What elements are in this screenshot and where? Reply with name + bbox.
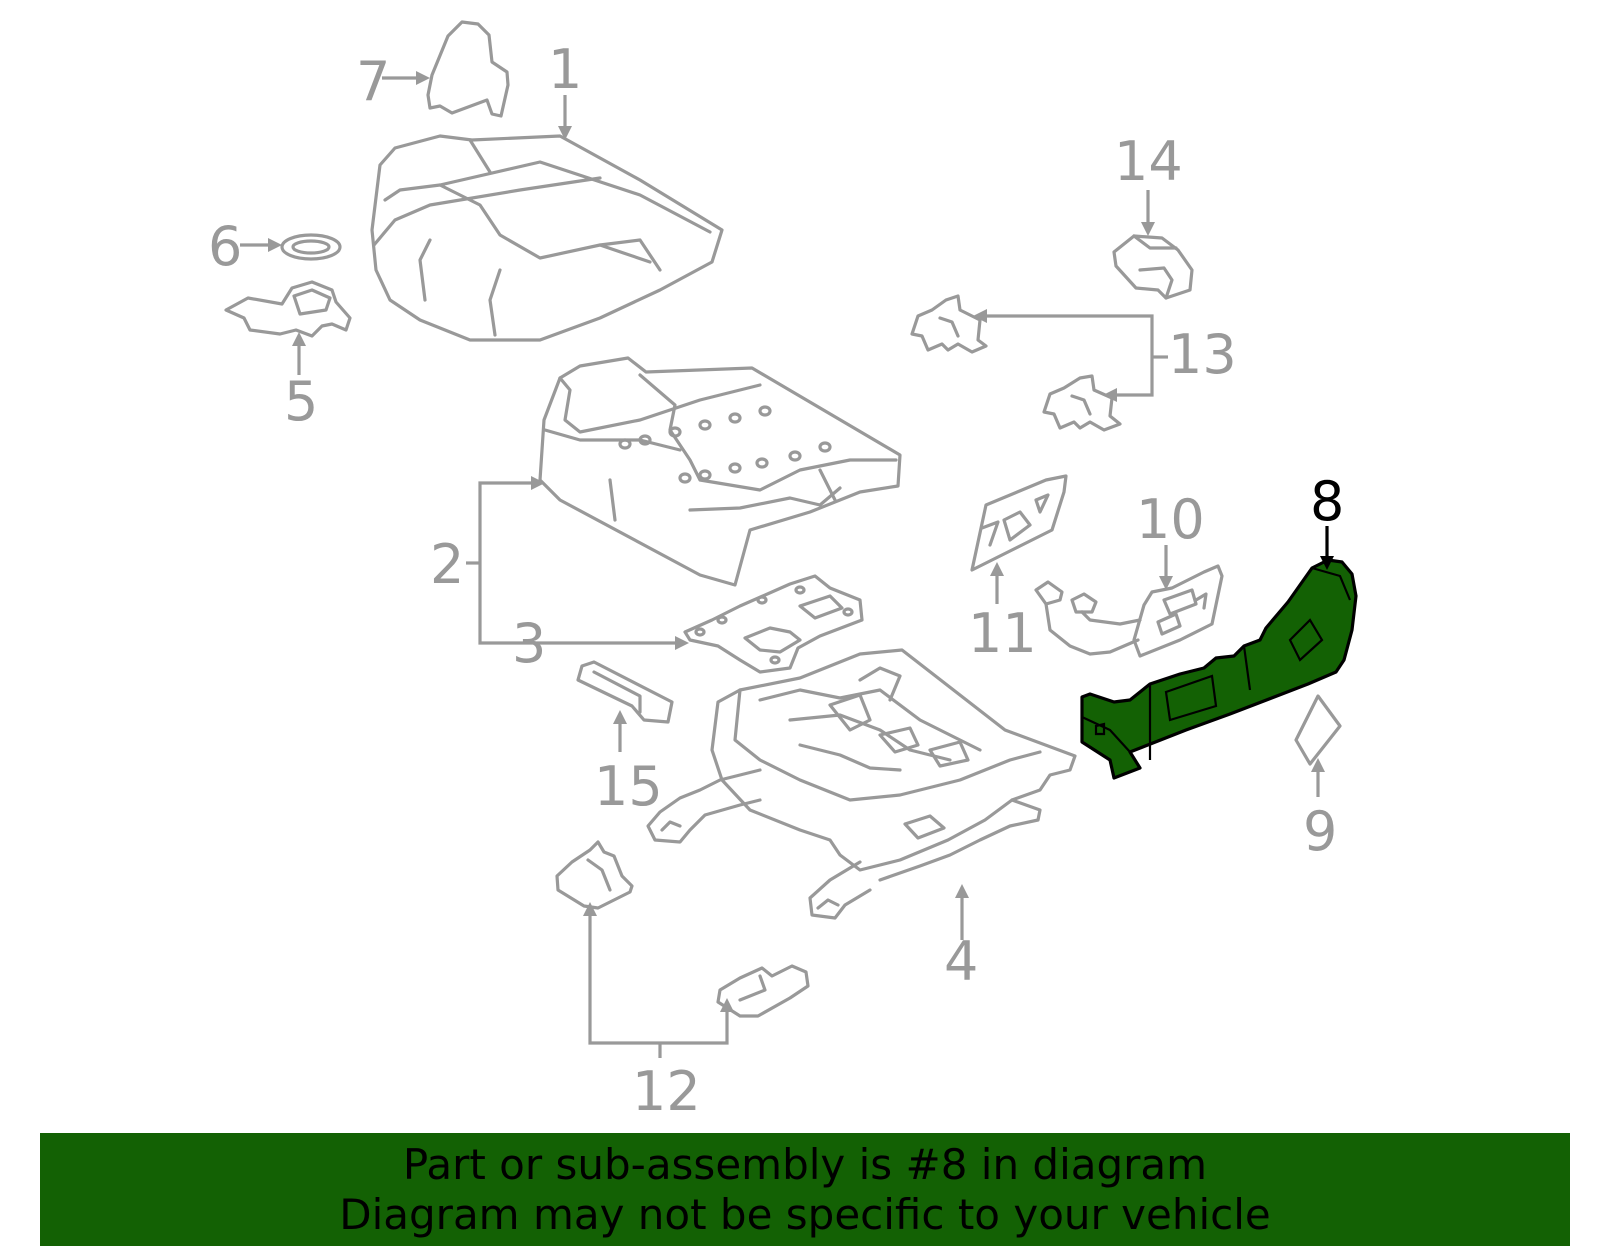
part-2: [538, 356, 902, 587]
callout-5: 5: [284, 370, 318, 433]
part-9: [1294, 694, 1342, 797]
part-13: [910, 294, 1168, 432]
seat-parts-diagram: 1 2 3 4 5 6 7 8 9 10 11 12 13 14 15: [208, 20, 1358, 1123]
callout-11: 11: [968, 602, 1037, 665]
callout-3: 3: [512, 612, 546, 675]
callout-15: 15: [594, 755, 663, 818]
callout-14: 14: [1114, 130, 1183, 193]
part-10: [1034, 545, 1224, 658]
callout-1: 1: [548, 38, 582, 101]
callout-7: 7: [356, 50, 390, 113]
callout-12: 12: [632, 1060, 701, 1123]
callout-8: 8: [1310, 470, 1344, 533]
part-4: [646, 648, 1077, 940]
callout-labels: 1 2 3 4 5 6 7 8 9 10 11 12 13 14 15: [208, 38, 1344, 1123]
part-3: [683, 574, 864, 674]
callout-9: 9: [1303, 800, 1337, 863]
banner-line-1: Part or sub-assembly is #8 in diagram: [402, 1139, 1208, 1189]
part-1: [370, 95, 724, 342]
part-5: [224, 280, 352, 375]
callout-2: 2: [430, 533, 464, 596]
leader-2-3: [466, 476, 689, 650]
part-14: [1112, 190, 1194, 300]
part-8-highlighted: [1080, 526, 1358, 780]
banner-line-2: Diagram may not be specific to your vehi…: [339, 1189, 1271, 1239]
callout-10: 10: [1136, 488, 1205, 551]
callout-4: 4: [944, 930, 978, 993]
callout-13: 13: [1168, 323, 1237, 386]
part-15: [576, 660, 674, 752]
info-banner: Part or sub-assembly is #8 in diagram Di…: [40, 1133, 1570, 1246]
part-11: [970, 474, 1068, 604]
callout-6: 6: [208, 215, 242, 278]
part-12: [555, 840, 810, 1058]
part-6: [240, 233, 342, 261]
part-7: [382, 20, 510, 118]
